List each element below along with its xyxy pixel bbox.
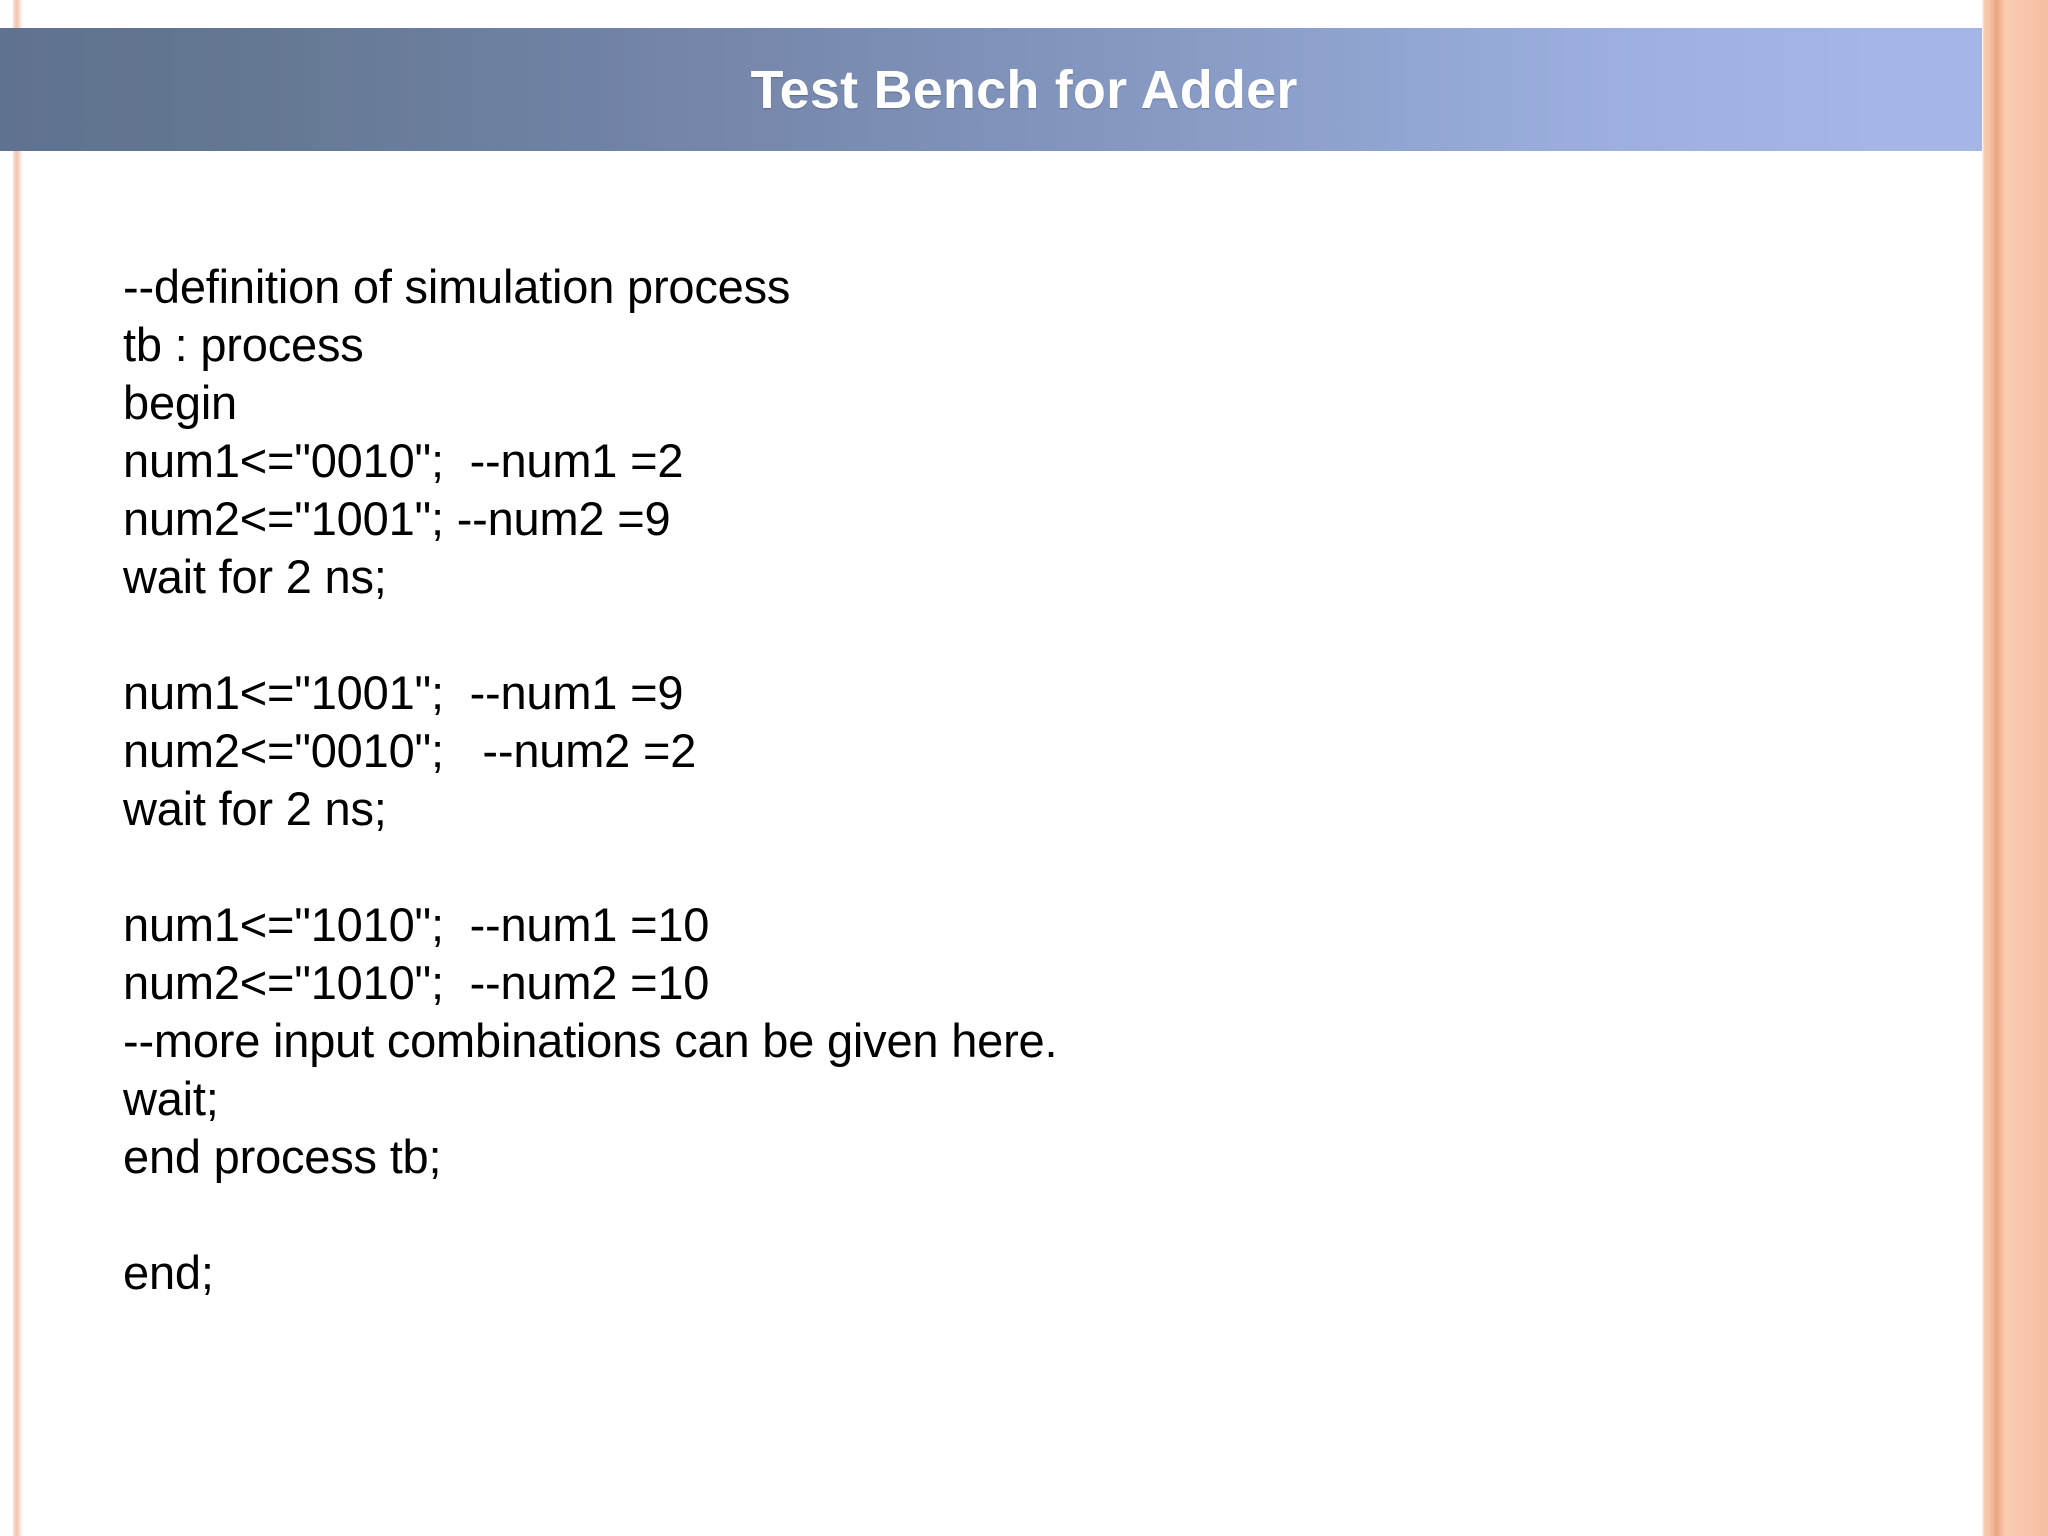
code-line: end process tb; — [123, 1130, 442, 1183]
left-decorative-stripe — [12, 0, 23, 1536]
code-line-blank — [123, 1186, 1823, 1244]
code-line: wait; — [123, 1072, 219, 1125]
code-line-blank — [123, 838, 1823, 896]
code-line: num2<="1001"; --num2 =9 — [123, 492, 671, 545]
code-line-blank — [123, 606, 1823, 664]
right-decorative-stripe — [1982, 0, 2048, 1536]
page-title: Test Bench for Adder — [750, 59, 1298, 120]
code-line: wait for 2 ns; — [123, 782, 387, 835]
code-line: --definition of simulation process — [123, 260, 791, 313]
code-line: wait for 2 ns; — [123, 550, 387, 603]
code-line: num2<="1010"; --num2 =10 — [123, 956, 710, 1009]
code-line: end; — [123, 1246, 214, 1299]
code-line: num1<="0010"; --num1 =2 — [123, 434, 684, 487]
code-line: --more input combinations can be given h… — [123, 1014, 1058, 1067]
code-line: num2<="0010"; --num2 =2 — [123, 724, 697, 777]
code-line: tb : process — [123, 318, 364, 371]
code-line: num1<="1010"; --num1 =10 — [123, 898, 710, 951]
code-line: begin — [123, 376, 237, 429]
title-banner: Test Bench for Adder — [0, 28, 2048, 151]
code-line: num1<="1001"; --num1 =9 — [123, 666, 684, 719]
